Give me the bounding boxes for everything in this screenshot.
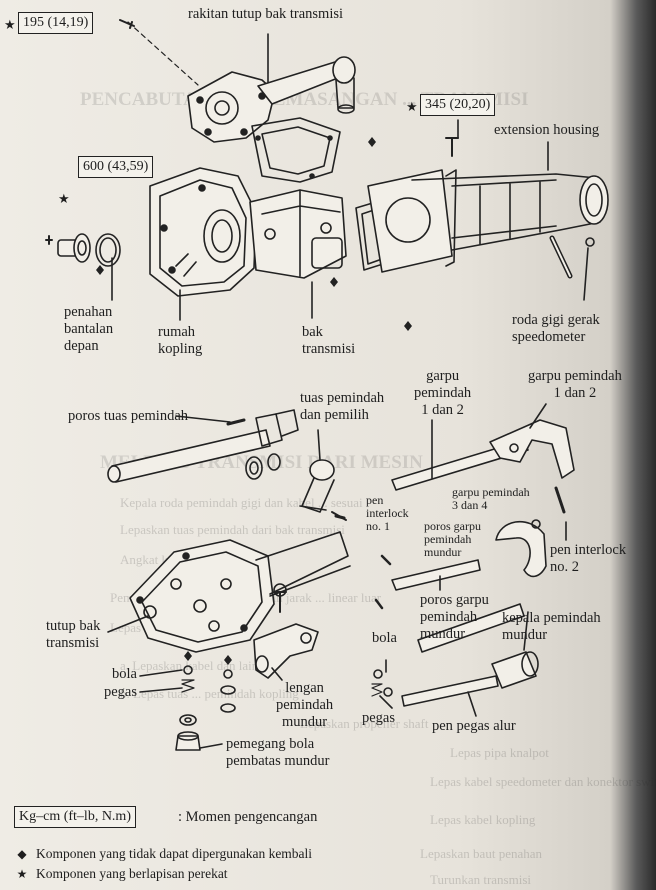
reverse-shift-arm xyxy=(253,623,319,679)
shift-fork-1-2 xyxy=(489,419,575,479)
shift-and-select-lever xyxy=(299,459,335,513)
label-shift-lever-shaft: poros tuas pemindah xyxy=(68,408,189,424)
speedometer-driven-gear xyxy=(549,235,595,279)
legend-diamond-row: ◆ Komponen yang tidak dapat dipergunakan … xyxy=(16,846,312,862)
label-cover-assembly: rakitan tutup bak transmisi xyxy=(188,6,344,22)
cover-gasket xyxy=(251,117,341,183)
reverse-restrict-ball-retainer xyxy=(175,731,201,751)
diamond-marks xyxy=(96,137,412,665)
reverse-shift-head xyxy=(491,651,539,689)
diamond-icon: ◆ xyxy=(17,847,27,861)
legend-unit-box: Kg–cm (ft–lb, N.m) xyxy=(14,806,136,828)
legend-unit-description: : Momen pengencangan xyxy=(178,809,318,825)
shift-fork-rod-1-2 xyxy=(391,439,529,491)
label-slotted-spring-pin: pen pegas alur xyxy=(432,718,516,734)
bleed-line: Lepaskan tuas pemindah dari bak transmis… xyxy=(120,522,345,537)
front-bearing-retainer xyxy=(45,233,121,267)
reverse-shift-fork-shaft xyxy=(417,603,525,653)
bleed-line: Lepaskan propeller shaft xyxy=(300,716,429,731)
star-mark: ★ xyxy=(406,99,418,114)
bleed-line: Lepaskan baut penahan xyxy=(420,846,543,861)
label-ball-2: bola xyxy=(372,630,397,646)
label-extension-housing: extension housing xyxy=(494,122,600,138)
legend-star-text: Komponen yang berlapisan perekat xyxy=(36,866,228,881)
torque-box-600: 600 (43,59) xyxy=(78,156,154,178)
shift-fork-3-4 xyxy=(495,519,547,578)
bleed-line: Lepas pipa knalpot xyxy=(450,745,549,760)
label-spring-2: pegas xyxy=(362,710,396,726)
torque-box-345: 345 (20,20) xyxy=(420,94,496,116)
star-icon: ★ xyxy=(16,867,28,881)
star-mark: ★ xyxy=(58,191,70,206)
torque-box-195: 195 (14,19) xyxy=(18,12,94,34)
transmission-case xyxy=(249,189,347,279)
bleed-line: Lepas kabel speedometer dan konektor swi… xyxy=(430,774,656,789)
bleed-line: Lepas kabel kopling xyxy=(430,812,536,827)
legend-star-row: ★ Komponen yang berlapisan perekat xyxy=(16,866,228,882)
bleed-line: Turunkan transmisi xyxy=(430,872,531,887)
extension-housing xyxy=(367,169,609,273)
legend-diamond-text: Komponen yang tidak dapat dipergunakan k… xyxy=(36,846,313,861)
label-spring-1: pegas xyxy=(104,684,138,700)
shift-lever-shaft xyxy=(107,409,299,483)
shift-cover-assembly xyxy=(187,56,356,143)
label-ball-1: bola xyxy=(112,666,137,682)
star-mark: ★ xyxy=(4,17,16,32)
clutch-housing xyxy=(149,167,257,297)
bleed-line: a. Lepaskan kabel dan lainnya xyxy=(120,658,278,673)
